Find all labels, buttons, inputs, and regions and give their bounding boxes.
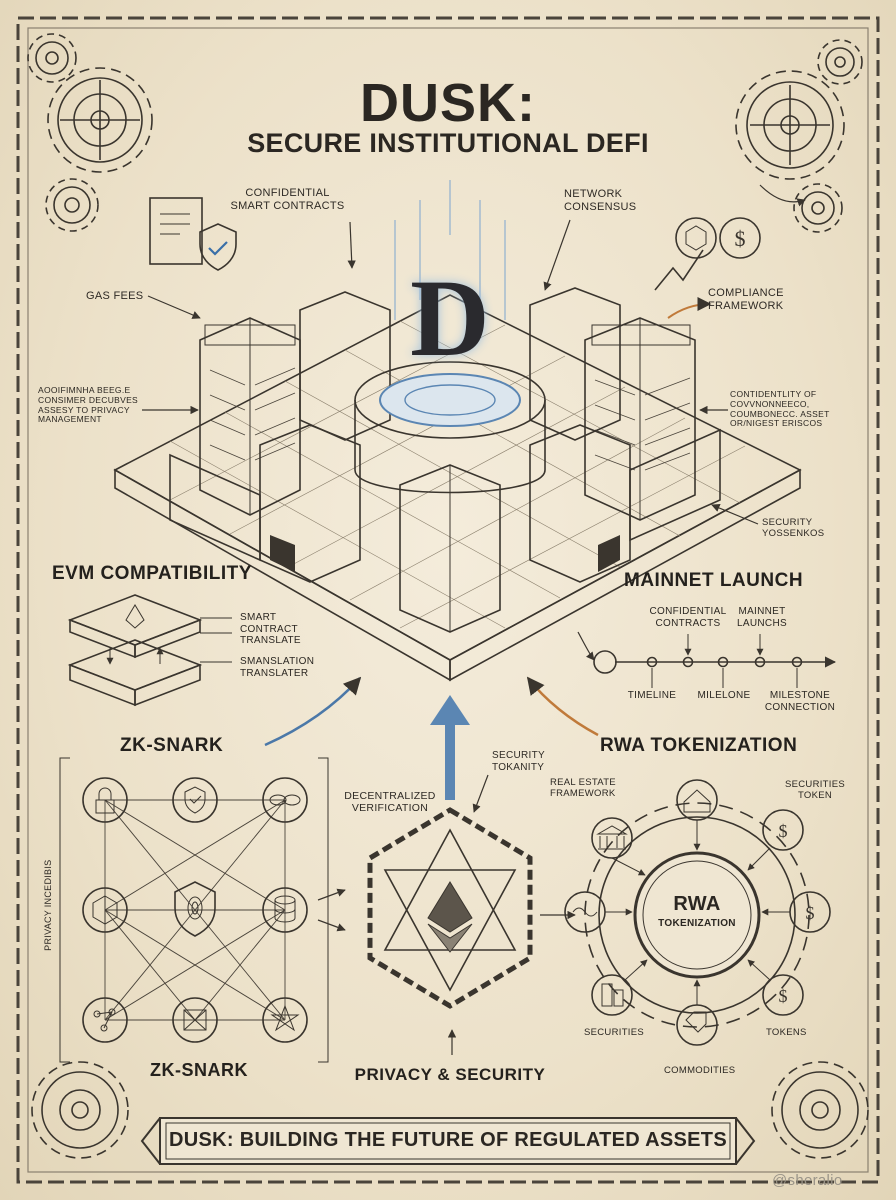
rwa-gear-hub <box>584 802 810 1028</box>
svg-text:$: $ <box>735 226 746 251</box>
page-title: DUSK: <box>360 73 536 133</box>
rwa-label-securities: SECURITIES <box>584 1027 645 1038</box>
label-right-note: CONTIDENTLITY OF COVVNONNEECO, COUMBONEC… <box>730 389 830 429</box>
cross-box-icon <box>172 997 218 1043</box>
top-pointer-lines <box>142 184 806 525</box>
label-gas-fees: GAS FEES <box>86 290 144 302</box>
label-network-consensus: NETWORK CONSENSUS <box>564 188 637 213</box>
gear-icon-top-right-small <box>817 39 863 85</box>
svg-text:$: $ <box>779 986 788 1006</box>
star-network-icon <box>262 997 308 1043</box>
privacy-security-title: PRIVACY & SECURITY <box>354 1065 546 1084</box>
zk-side-label: PRIVACY INCEDIBIS <box>42 859 53 951</box>
rwa-label-real-estate: REAL ESTATE FRAMEWORK <box>550 777 616 799</box>
mainnet-label-timeline: TIMELINE <box>627 690 677 701</box>
evm-label-smart-contract: SMART CONTRACT TRANSLATE <box>240 612 301 646</box>
dollar-coin-icon: $ <box>789 891 831 933</box>
page-subtitle: SECURE INSTITUTIONAL DEFI <box>247 128 649 158</box>
house-icon <box>676 779 718 821</box>
shield-icon <box>172 777 218 823</box>
mainnet-timeline <box>593 634 837 688</box>
rwa-hub-title: RWA <box>673 893 721 915</box>
gear-icon-bottom-left <box>31 1061 129 1159</box>
svg-text:$: $ <box>806 903 815 923</box>
mainnet-label-launchs: MAINNET LAUNCHS <box>737 606 787 629</box>
rwa-satellites: $ $ $ <box>564 779 831 1046</box>
label-compliance-framework: COMPLIANCE FRAMEWORK <box>708 287 784 312</box>
flow-arrows <box>264 631 599 1055</box>
fortress-illustration <box>113 180 802 682</box>
mainnet-launch-title: MAINNET LAUNCH <box>624 570 804 591</box>
document-shield-icon <box>149 197 237 271</box>
mainnet-label-milestone-connection: MILESTONE CONNECTION <box>764 690 836 713</box>
dusk-logo-letter: D <box>410 257 490 379</box>
gear-icon-top-left-lower <box>45 178 99 232</box>
zk-snark-title-top: ZK-SNARK <box>120 735 224 756</box>
gear-icon-top-right-lower <box>793 183 843 233</box>
network-node-icon <box>82 887 128 933</box>
footer-banner-shape <box>140 1117 756 1165</box>
chain-link-icon <box>262 777 308 823</box>
rwa-label-tokens: TOKENS <box>766 1027 807 1038</box>
rwa-tokenization-title: RWA TOKENIZATION <box>600 735 798 756</box>
graph-nodes-icon <box>82 997 128 1043</box>
bank-icon <box>591 817 633 859</box>
gear-icon-top-right <box>735 70 845 180</box>
building-icon <box>591 974 633 1016</box>
chain-border <box>16 16 880 1184</box>
gear-icon-bottom-right <box>771 1061 869 1159</box>
rwa-label-securities-token: SECURITIES TOKEN <box>784 779 845 801</box>
database-icon <box>262 887 308 933</box>
rwa-label-commodities: COMMODITIES <box>664 1065 736 1076</box>
footer-banner-text: DUSK: BUILDING THE FUTURE OF REGULATED A… <box>169 1129 727 1151</box>
mainnet-label-confidential-contracts: CONFIDENTIAL CONTRACTS <box>649 606 727 629</box>
dollar-coin-icon: $ <box>762 809 804 851</box>
gear-icon-top-left <box>47 67 153 173</box>
lock-icon <box>82 777 128 823</box>
evm-layer-icon <box>67 594 232 707</box>
gear-icon-top-left-small <box>27 33 77 83</box>
dollar-coin-icon: $ <box>762 974 804 1016</box>
label-left-note: AOOIFIMNHA BEEG.E CONSIMER DECUBVES ASSE… <box>38 385 139 425</box>
ethereum-chain-hexagram <box>367 807 533 1009</box>
evm-label-translation: SMANSLATION TRANSLATER <box>240 656 315 679</box>
evm-compatibility-title: EVM COMPATIBILITY <box>52 563 252 584</box>
zk-snark-network <box>59 757 329 1063</box>
zk-snark-title-bottom: ZK-SNARK <box>150 1060 248 1080</box>
label-confidential-smart-contracts: CONFIDENTIAL SMART CONTRACTS <box>230 187 345 212</box>
rwa-hub-subtitle: TOKENIZATION <box>658 918 736 929</box>
watermark: @sheralio <box>772 1172 843 1189</box>
network-coin-icons: $ <box>654 217 761 319</box>
label-security-tokanity: SECURITY TOKANITY <box>492 750 545 773</box>
svg-text:$: $ <box>779 821 788 841</box>
mainnet-label-milelone: MILELONE <box>697 690 751 701</box>
label-security: SECURITY YOSSENKOS <box>762 517 825 539</box>
fingerprint-shield-icon <box>174 881 216 937</box>
label-decentralized-verification: DECENTRALIZED VERIFICATION <box>344 790 436 815</box>
tag-icon <box>676 1004 718 1046</box>
